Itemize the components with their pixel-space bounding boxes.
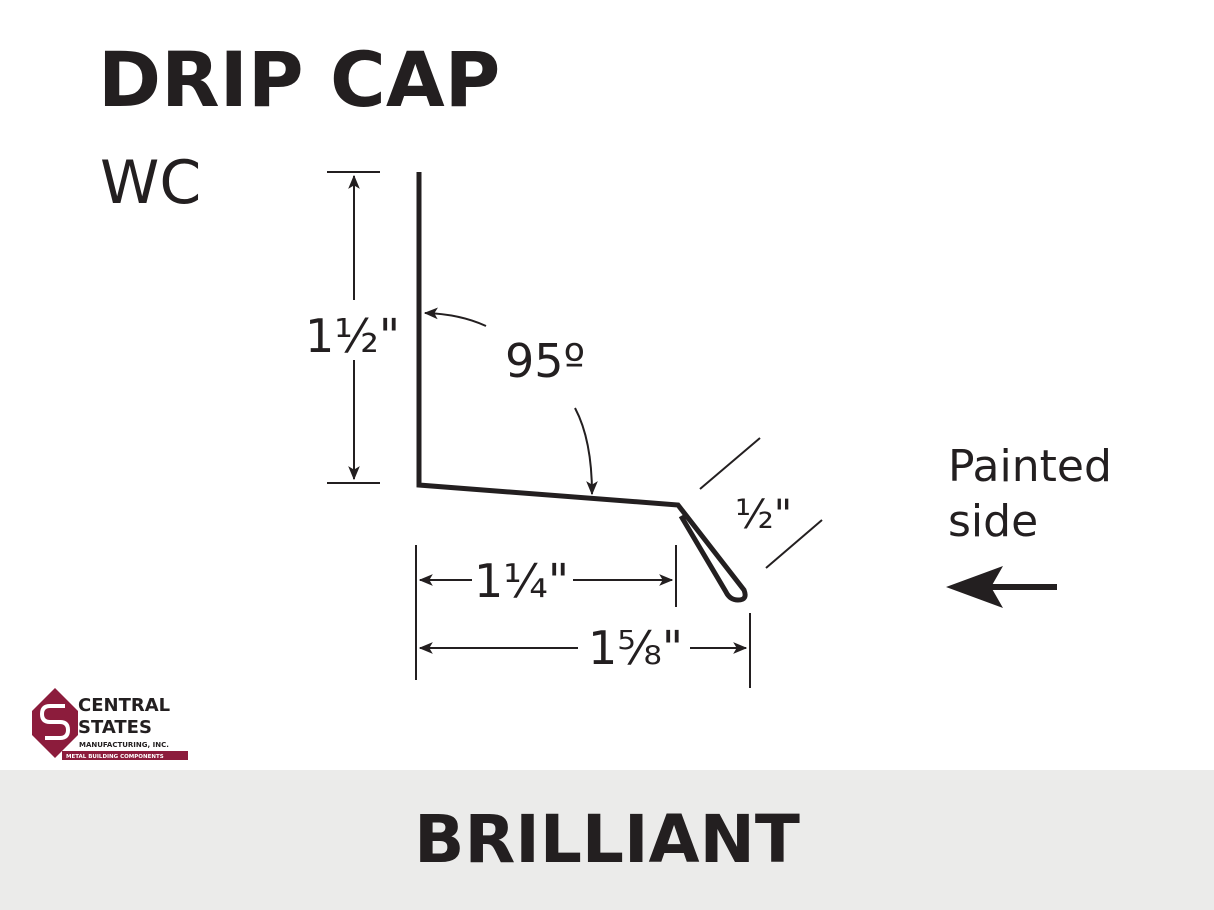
logo-text: CENTRAL	[78, 695, 170, 716]
profile-outline	[416, 172, 748, 603]
painted-side-label: side	[948, 496, 1038, 547]
page-title: DRIP CAP	[98, 35, 500, 124]
logo-text: STATES	[78, 717, 152, 738]
angle-arrow	[574, 407, 598, 496]
arrow-left-icon	[946, 566, 1057, 608]
extension-line	[699, 437, 761, 490]
product-code: WC	[100, 148, 201, 218]
total-width-label: 1⅝"	[588, 621, 683, 675]
angle-label: 95º	[505, 334, 585, 388]
angle-arrow	[423, 307, 487, 327]
extension-line	[765, 519, 823, 569]
height-label: 1½"	[305, 309, 400, 363]
logo-tagline: METAL BUILDING COMPONENTS	[66, 754, 164, 760]
lip-label: ½"	[735, 492, 792, 538]
inner-width-label: 1¼"	[474, 554, 569, 608]
painted-side-label: Painted	[948, 441, 1112, 492]
logo-text: MANUFACTURING, INC.	[79, 741, 169, 749]
color-name: BRILLIANT	[414, 801, 800, 878]
footer-band	[0, 770, 1214, 910]
central-states-logo: CENTRAL STATES MANUFACTURING, INC. METAL…	[32, 688, 188, 760]
